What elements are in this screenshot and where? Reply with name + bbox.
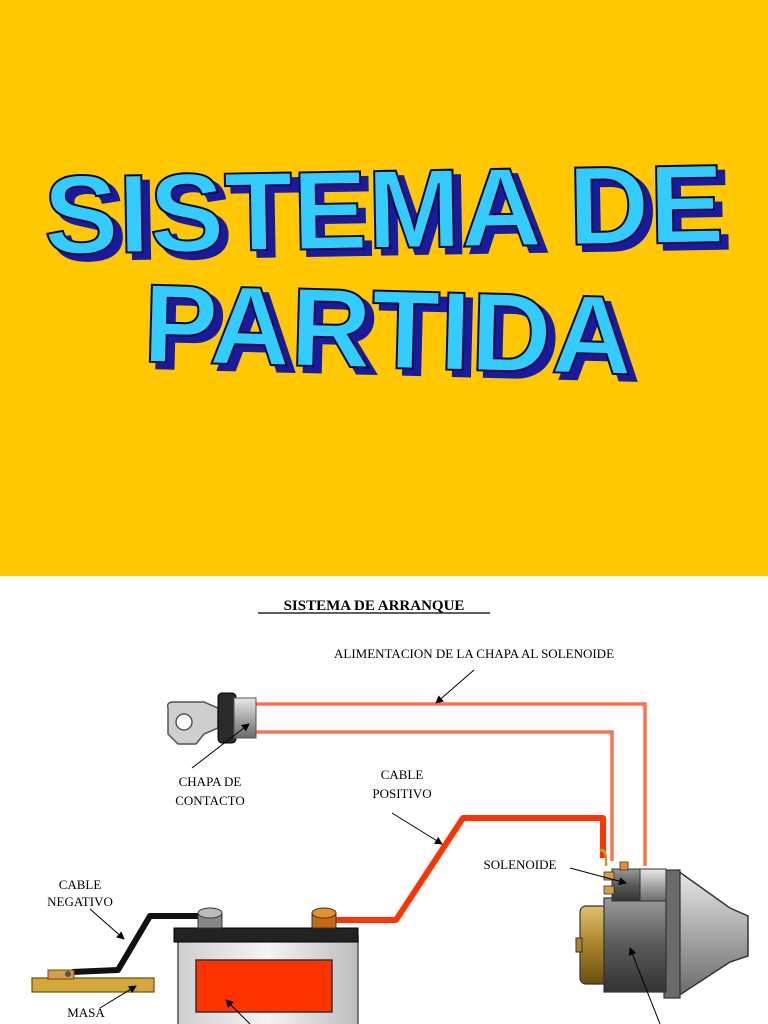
leader-solenoid — [569, 867, 627, 886]
label-negative-line2: NEGATIVO — [47, 894, 113, 909]
leader-feed — [435, 669, 475, 704]
leader-ignition — [191, 723, 250, 769]
battery-panel — [195, 959, 333, 1013]
key-icon — [166, 701, 219, 745]
label-ignition-line2: CONTACTO — [175, 793, 245, 808]
title-line1: SISTEMA DE — [43, 141, 725, 278]
leader-ground — [99, 985, 137, 1009]
solenoid — [599, 848, 667, 902]
title-slide-background: SISTEMA DE PARTIDA SISTEMA DE PARTIDA — [0, 0, 768, 576]
title-wordart: SISTEMA DE PARTIDA SISTEMA DE PARTIDA — [42, 140, 734, 406]
label-feed: ALIMENTACION DE LA CHAPA AL SOLENOIDE — [334, 646, 614, 661]
switch-feed-wire-lower — [256, 730, 614, 861]
positive-cable — [336, 815, 606, 923]
ignition-switch — [166, 692, 257, 745]
label-solenoid: SOLENOIDE — [484, 857, 557, 872]
label-positive-line1: CABLE — [381, 767, 424, 782]
label-ground: MASA — [67, 1005, 105, 1020]
title-line1-shadow: SISTEMA DE — [50, 147, 732, 284]
negative-terminal — [197, 907, 223, 919]
title-line2: PARTIDA — [142, 261, 635, 399]
label-positive-line2: POSITIVO — [372, 786, 431, 801]
diagram-heading: SISTEMA DE ARRANQUE — [284, 598, 465, 614]
label-negative-line1: CABLE — [59, 877, 102, 892]
leader-negative — [89, 908, 125, 940]
positive-terminal — [311, 907, 337, 919]
label-ignition-line1: CHAPA DE — [179, 774, 242, 789]
negative-cable — [71, 913, 200, 975]
leader-motor — [628, 947, 661, 1024]
ground-plate — [31, 969, 155, 993]
leader-positive — [391, 812, 443, 845]
title-line2-shadow: PARTIDA — [149, 267, 642, 405]
battery — [173, 907, 359, 1024]
starter-motor — [575, 848, 749, 999]
starting-system-diagram: SISTEMA DE ARRANQUE — [31, 598, 749, 1024]
leader-battery — [225, 999, 251, 1024]
